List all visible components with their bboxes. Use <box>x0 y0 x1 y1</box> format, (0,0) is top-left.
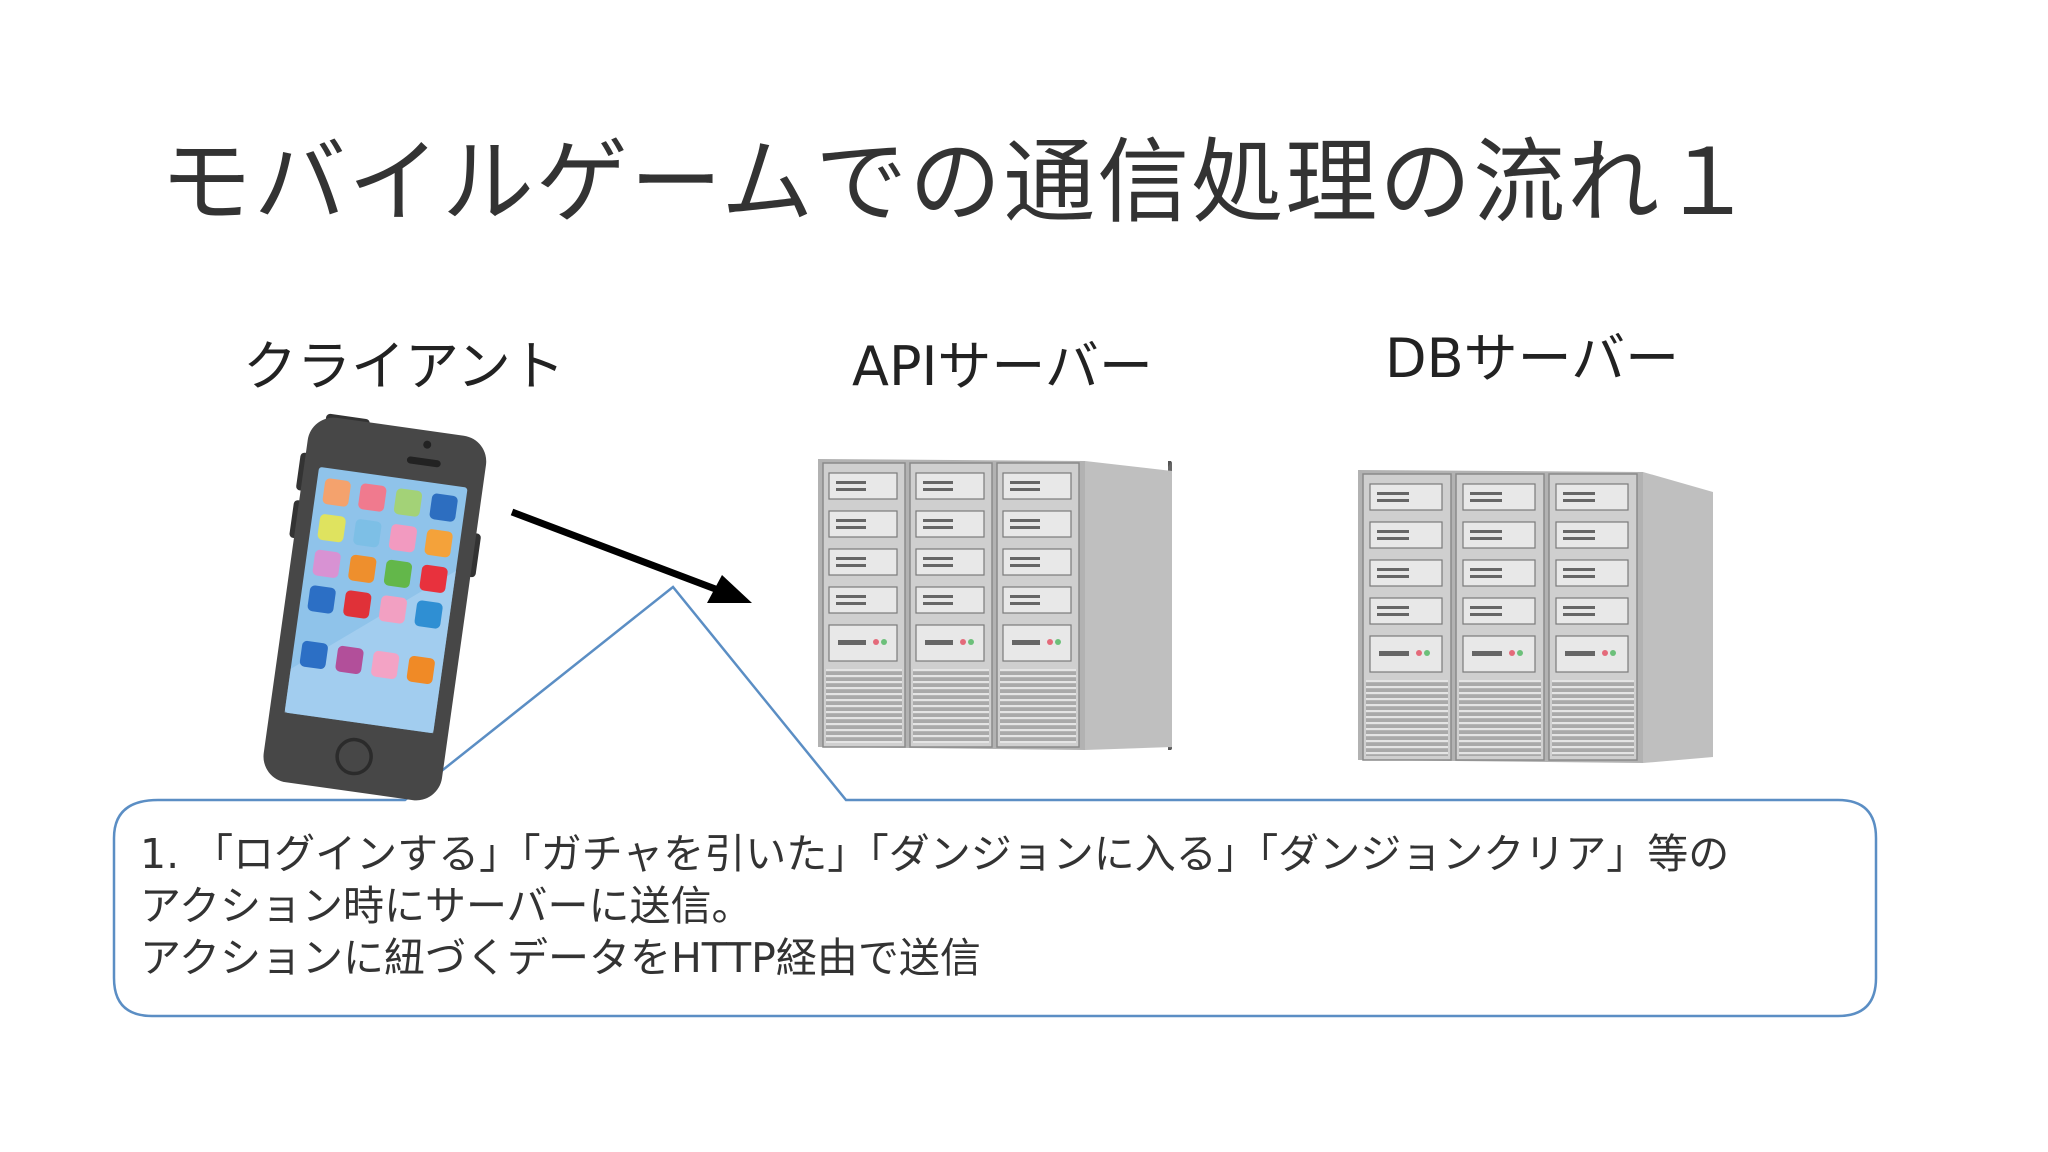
api-server-label: APIサーバー <box>852 335 1153 398</box>
callout-line-2: アクション時にサーバーに送信。 <box>140 882 753 930</box>
callout-line-3: アクションに紐づくデータをHTTP経由で送信 <box>140 934 981 982</box>
callout-line-1: 1. 「ログインする」「ガチャを引いた」「ダンジョンに入る」「ダンジョンクリア」… <box>140 830 1730 878</box>
callout-text: 1. 「ログインする」「ガチャを引いた」「ダンジョンに入る」「ダンジョンクリア」… <box>140 828 1860 984</box>
api-server-rack <box>818 459 1172 750</box>
db-server-label: DBサーバー <box>1385 327 1680 390</box>
smartphone-icon <box>263 413 487 801</box>
arrow-right-icon <box>510 508 752 603</box>
db-server-rack <box>1358 470 1713 763</box>
slide-title: モバイルゲームでの通信処理の流れ１ <box>160 129 1756 236</box>
callout-bubble <box>112 585 1878 1018</box>
client-label: クライアント <box>243 335 565 398</box>
